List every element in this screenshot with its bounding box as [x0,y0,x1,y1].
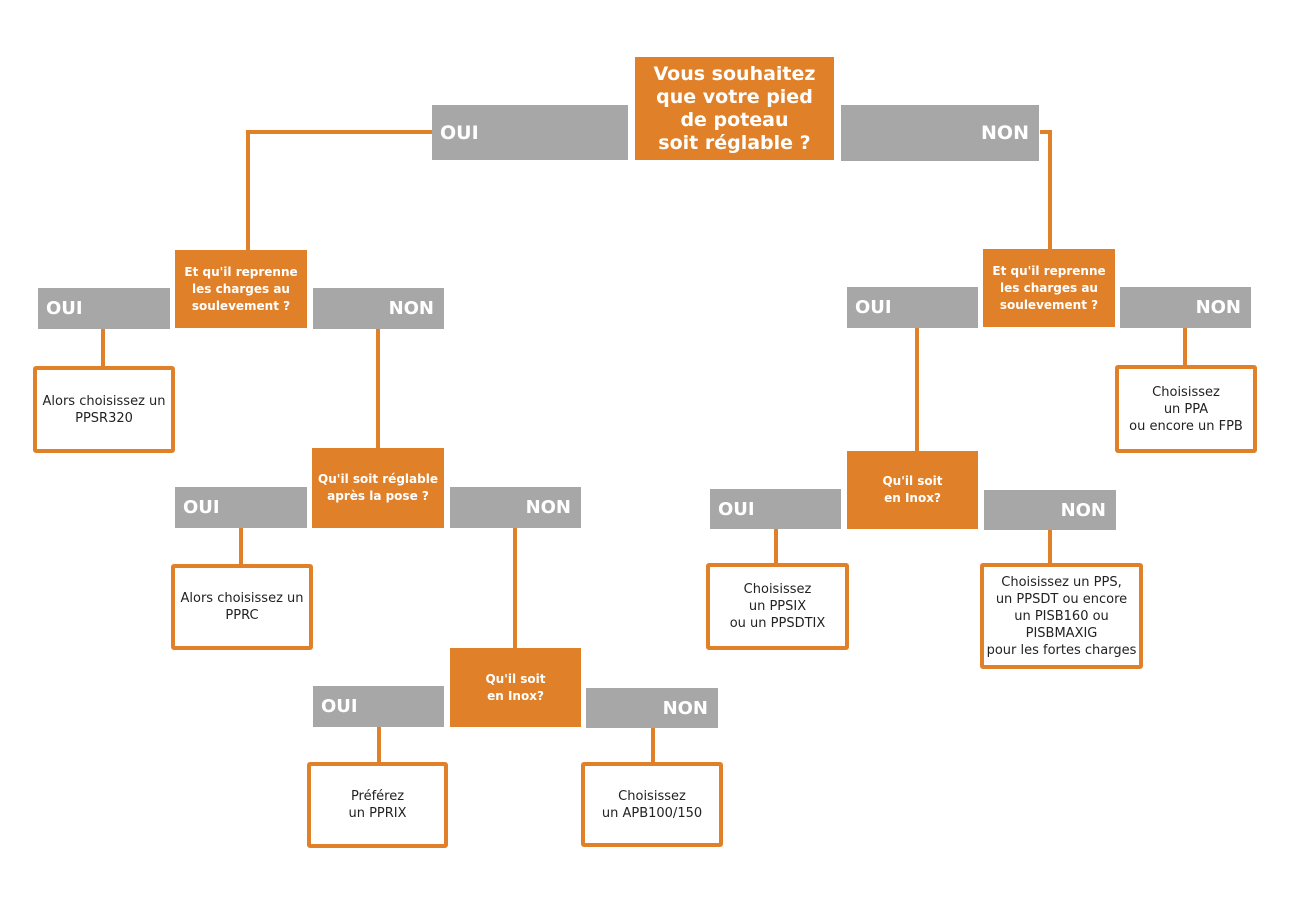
question-uplift-right: Et qu'il reprenne les charges au souleve… [983,249,1115,327]
question-stainless-right: Qu'il soit en Inox? [847,451,978,529]
answer-yes-uplift-right: OUI [847,287,978,328]
answer-yes-uplift-left: OUI [38,288,170,329]
result-ppa: Choisissez un PPA ou encore un FPB [1115,365,1257,453]
answer-no-uplift-right: NON [1120,287,1251,328]
question-adjustable: Vous souhaitez que votre pied de poteau … [635,57,834,160]
result-ppsr320: Alors choisissez un PPSR320 [33,366,175,453]
answer-no-uplift-left: NON [313,288,444,329]
answer-no-stainless-left: NON [586,688,718,728]
answer-yes-adjustable: OUI [432,105,628,160]
answer-no-adjustable: NON [841,105,1039,161]
answer-no-after-install: NON [450,487,581,528]
result-ppsix: Choisissez un PPSIX ou un PPSDTIX [706,563,849,650]
answer-yes-stainless-right: OUI [710,489,841,529]
result-pprc: Alors choisissez un PPRC [171,564,313,650]
answer-yes-stainless-left: OUI [313,686,444,727]
answer-no-stainless-right: NON [984,490,1116,530]
result-pps: Choisissez un PPS, un PPSDT ou encore un… [980,563,1143,669]
result-pprix: Préférez un PPRIX [307,762,448,848]
result-apb: Choisissez un APB100/150 [581,762,723,847]
question-stainless-left: Qu'il soit en Inox? [450,648,581,727]
question-uplift-left: Et qu'il reprenne les charges au souleve… [175,250,307,328]
question-adjustable-after-install: Qu'il soit réglable après la pose ? [312,448,444,528]
answer-yes-after-install: OUI [175,487,307,528]
